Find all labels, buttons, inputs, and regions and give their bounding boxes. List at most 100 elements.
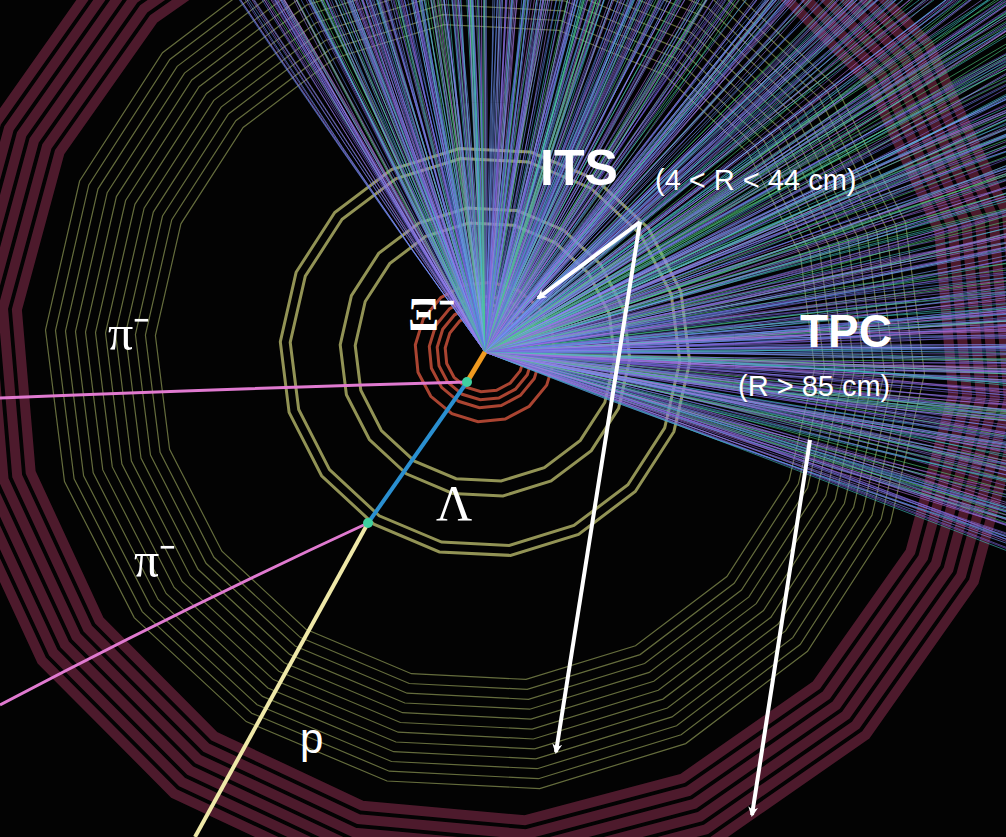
pion-track: [0, 382, 467, 398]
particle-track: [485, 0, 1006, 352]
particle-track: [485, 0, 1006, 352]
particle-track: [485, 352, 1006, 578]
particle-track: [276, 0, 485, 352]
particle-track: [262, 0, 485, 352]
particle-track: [485, 0, 1006, 352]
particle-track: [485, 352, 1006, 503]
particle-label: Ξ⁻: [408, 292, 455, 338]
particle-track: [485, 0, 878, 352]
particle-track: [485, 352, 1006, 590]
particle-track: [485, 352, 1006, 573]
particle-track: [485, 0, 1006, 352]
particle-track: [485, 352, 1006, 589]
particle-track: [485, 352, 1006, 631]
particle-track: [179, 0, 485, 352]
particle-track: [67, 0, 485, 352]
particle-track: [198, 0, 485, 352]
particle-track: [485, 352, 1006, 708]
particle-track: [485, 68, 1006, 352]
particle-track: [3, 0, 485, 352]
particle-track: [485, 0, 1006, 352]
particle-track: [485, 83, 1006, 352]
particle-track: [485, 352, 1006, 622]
detector-name: TPC: [800, 308, 892, 354]
particle-track: [485, 352, 1006, 450]
particle-track: [485, 0, 1006, 352]
particle-track: [485, 103, 1006, 352]
particle-track: [485, 0, 1006, 352]
particle-track: [485, 0, 942, 352]
particle-track: [485, 0, 1006, 352]
particle-track: [485, 0, 1006, 352]
particle-track: [117, 0, 485, 352]
particle-track: [469, 0, 485, 352]
particle-track: [485, 0, 1006, 352]
particle-track: [68, 0, 485, 352]
particle-track: [111, 0, 486, 352]
particle-track: [132, 0, 485, 352]
particle-track: [485, 352, 1006, 659]
particle-track: [56, 0, 486, 352]
particle-track: [485, 0, 1006, 352]
particle-track: [485, 0, 1006, 352]
particle-label: p: [300, 718, 323, 760]
particle-track: [78, 0, 485, 352]
particle-track: [230, 0, 485, 352]
particle-track: [485, 0, 1006, 352]
particle-track: [485, 0, 989, 352]
particle-track: [485, 0, 1006, 352]
particle-track: [485, 352, 1006, 606]
particle-track: [293, 0, 485, 352]
particle-track: [485, 0, 1006, 352]
particle-track: [485, 0, 1006, 352]
particle-track: [131, 0, 485, 352]
particle-track: [485, 352, 1006, 710]
particle-track: [112, 0, 485, 352]
particle-track: [485, 352, 1006, 610]
particle-track: [485, 352, 1006, 464]
particle-track: [485, 0, 867, 352]
particle-track: [163, 0, 485, 352]
particle-track: [485, 0, 1006, 352]
particle-track: [485, 0, 978, 352]
particle-track: [485, 352, 1006, 713]
particle-track: [485, 82, 1006, 352]
pointer-arrow: [556, 222, 640, 752]
proton-track: [195, 523, 368, 837]
radius-range: (4 < R < 44 cm): [655, 166, 856, 195]
particle-track: [107, 0, 485, 352]
particle-track: [485, 0, 1006, 352]
particle-track: [485, 352, 1006, 496]
particle-track: [485, 352, 1006, 490]
particle-track: [485, 352, 1006, 573]
particle-track: [337, 0, 485, 352]
particle-track: [485, 0, 1006, 352]
particle-track: [485, 0, 963, 352]
particle-track: [485, 0, 1006, 352]
particle-track: [3, 0, 486, 352]
particle-track: [120, 0, 486, 352]
particle-track: [485, 352, 1006, 674]
particle-track: [485, 0, 1006, 352]
decay-vertex: [363, 518, 373, 528]
particle-track: [485, 0, 862, 352]
particle-label: Λ: [436, 478, 472, 528]
particle-track: [485, 0, 1006, 352]
particle-label: π⁻: [108, 308, 150, 358]
particle-track: [197, 0, 485, 352]
particle-track: [150, 0, 485, 352]
particle-track: [485, 352, 1006, 660]
pointer-arrow: [538, 222, 640, 298]
particle-track: [4, 0, 485, 352]
particle-track: [485, 0, 1006, 352]
particle-track: [485, 0, 1006, 352]
particle-track: [485, 0, 1006, 352]
particle-track: [485, 0, 627, 352]
particle-track: [485, 0, 1006, 352]
particle-track: [485, 352, 1006, 445]
particle-track: [203, 0, 485, 352]
particle-track: [485, 352, 1006, 573]
particle-track: [485, 0, 1006, 352]
particle-track: [485, 0, 1006, 352]
particle-track: [485, 352, 1006, 565]
